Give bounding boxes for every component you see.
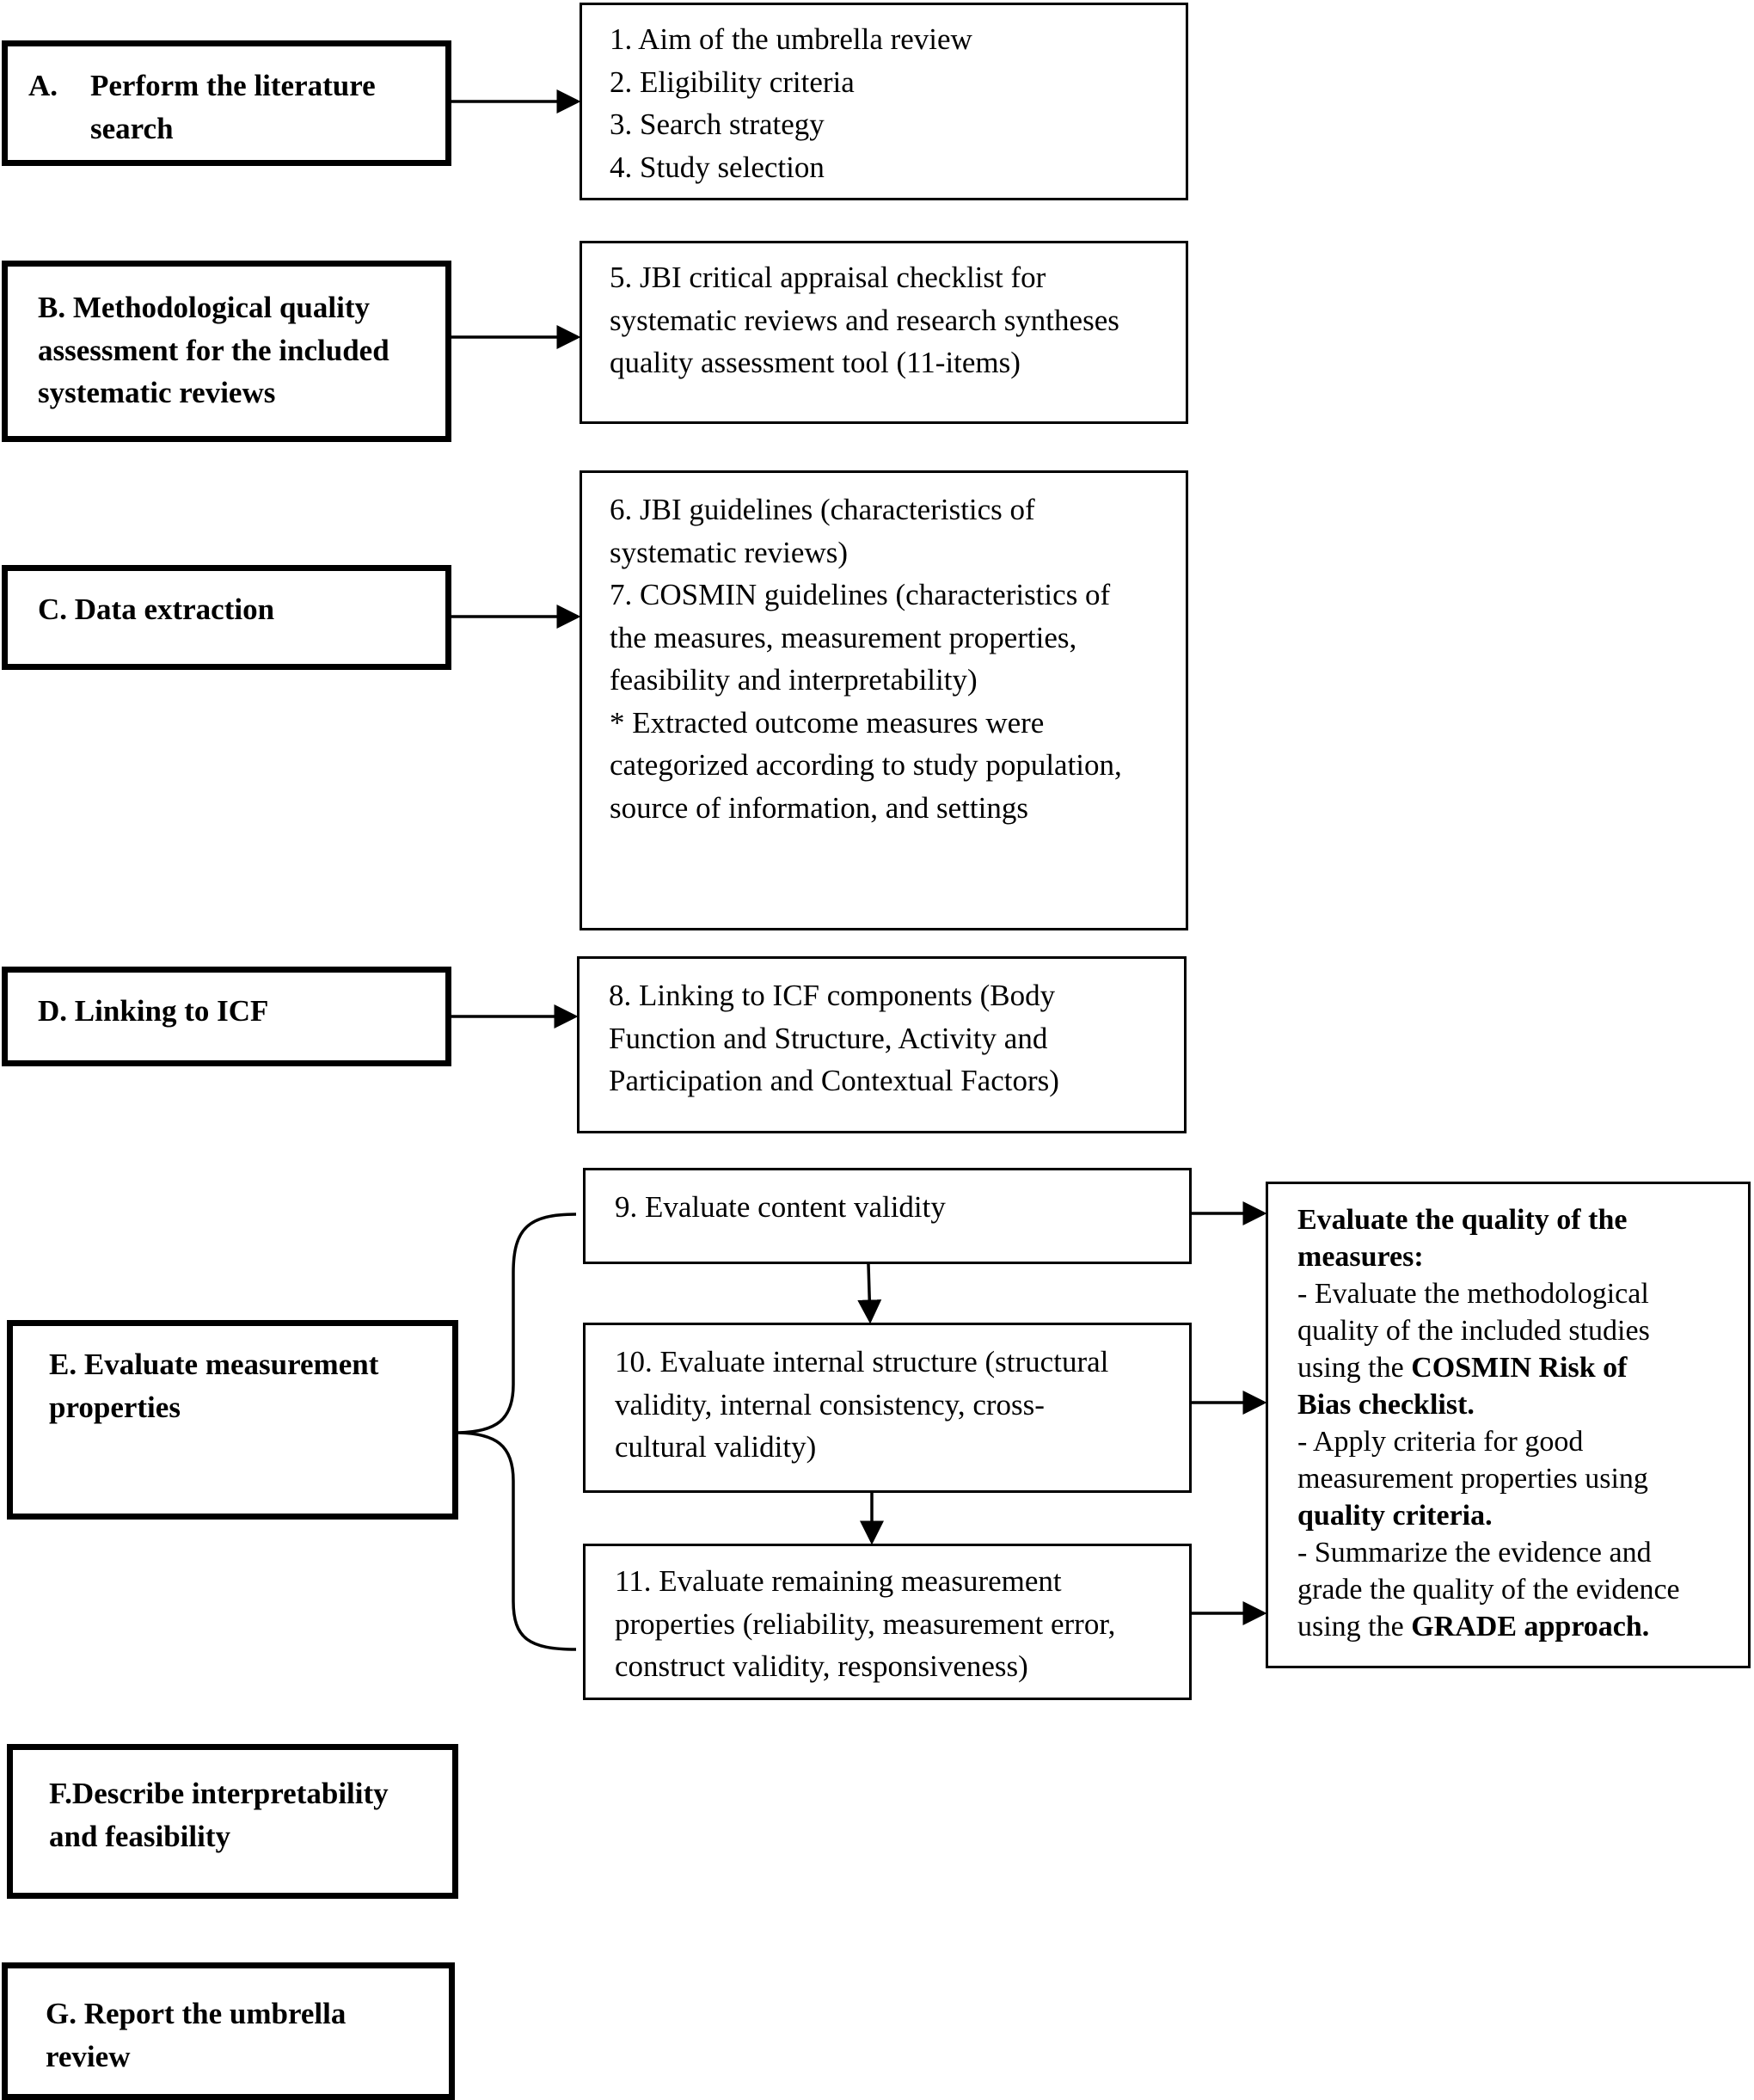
step-a-title-line-2: search [90, 111, 174, 145]
detail-a-line-4: 4. Study selection [610, 150, 825, 184]
detail-c-line-5: feasibility and interpretability) [610, 663, 978, 697]
detail-e9-box: 9. Evaluate content validity [583, 1168, 1192, 1264]
detail-c-line-3: 7. COSMIN guidelines (characteristics of [610, 578, 1111, 611]
step-c-letter: C. [38, 593, 68, 626]
step-f-title-line-1: Describe interpretability [71, 1777, 389, 1810]
detail-b-line-2: systematic reviews and research synthese… [610, 303, 1119, 337]
step-f-title-line-2: and feasibility [49, 1819, 231, 1853]
step-b-letter: B. [38, 291, 66, 324]
step-b-title-line-1: Methodological quality [72, 291, 371, 324]
detail-e11-line-2: properties (reliability, measurement err… [615, 1606, 1116, 1641]
detail-c-line-6: * Extracted outcome measures were [610, 705, 1045, 740]
detail-e9-line-1: 9. Evaluate content validity [615, 1190, 946, 1224]
step-e-box: E. Evaluate measurement properties [7, 1320, 458, 1520]
detail-e11-line-1: 11. Evaluate remaining measurement [615, 1564, 1062, 1598]
step-a-title-line-1: Perform the literature [90, 69, 376, 102]
step-b-title-line-2: assessment for the included [38, 333, 389, 367]
quality-bullet-3-emphasis: GRADE approach. [1411, 1611, 1650, 1643]
detail-e11-box: 11. Evaluate remaining measurement prope… [583, 1544, 1192, 1700]
detail-a-line-3: 3. Search strategy [610, 107, 825, 141]
brace-e-to-validations [457, 1213, 577, 1651]
detail-a-line-2: 2. Eligibility criteria [610, 64, 855, 99]
detail-c-line-4: the measures, measurement properties, [610, 620, 1077, 654]
detail-c-line-1: 6. JBI guidelines (characteristics of [610, 493, 1035, 526]
step-e-title-line-1: Evaluate measurement [83, 1348, 379, 1381]
quality-heading-1: Evaluate the quality of the [1297, 1204, 1628, 1236]
quality-bullet-3-line-3: using the [1297, 1611, 1412, 1643]
step-d-title: Linking to ICF [74, 994, 269, 1028]
quality-bullet-1-emphasis-2: Bias checklist. [1297, 1389, 1475, 1421]
detail-c-box: 6. JBI guidelines (characteristics of sy… [580, 470, 1188, 930]
detail-e10-line-1: 10. Evaluate internal structure (structu… [615, 1345, 1109, 1379]
detail-c-line-8: source of information, and settings [610, 790, 1028, 825]
step-a-letter: A. [28, 69, 58, 102]
detail-e10-box: 10. Evaluate internal structure (structu… [583, 1323, 1192, 1493]
step-g-letter: G. [46, 1997, 77, 2030]
step-g-box: G. Report the umbrella review [2, 1962, 455, 2100]
detail-b-line-3: quality assessment tool (11-items) [610, 346, 1021, 379]
step-f-box: F.Describe interpretability and feasibil… [7, 1744, 458, 1899]
quality-bullet-2-line-2: measurement properties using [1297, 1463, 1648, 1495]
detail-d-line-1: 8. Linking to ICF components (Body [609, 979, 1056, 1012]
step-f-letter: F. [49, 1777, 72, 1810]
step-a-box: A. Perform the literature search [2, 40, 451, 166]
step-g-title-line-2: review [46, 2039, 131, 2073]
quality-bullet-1-line-3: using the [1297, 1352, 1412, 1384]
detail-d-box: 8. Linking to ICF components (Body Funct… [577, 956, 1187, 1133]
step-d-letter: D. [38, 994, 68, 1028]
arrow-e9-to-e10 [857, 1263, 882, 1324]
quality-bullet-1-line-1: - Evaluate the methodological [1297, 1278, 1649, 1310]
step-g-title-line-1: Report the umbrella [83, 1997, 347, 2030]
detail-d-line-3: Participation and Contextual Factors) [609, 1064, 1059, 1097]
detail-e10-line-2: validity, internal consistency, cross- [615, 1387, 1045, 1421]
detail-a-line-1: 1. Aim of the umbrella review [610, 22, 972, 56]
detail-e10-line-3: cultural validity) [615, 1430, 817, 1464]
detail-b-line-1: 5. JBI critical appraisal checklist for [610, 261, 1046, 294]
quality-bullet-3-line-1: - Summarize the evidence and [1297, 1537, 1652, 1569]
quality-bullet-1-line-2: quality of the included studies [1297, 1315, 1650, 1347]
quality-heading-2: measures: [1297, 1241, 1424, 1273]
step-c-title: Data extraction [74, 593, 275, 626]
step-c-box: C. Data extraction [2, 565, 451, 670]
detail-c-line-2: systematic reviews) [610, 535, 848, 569]
step-e-letter: E. [49, 1348, 77, 1381]
detail-e11-line-3: construct validity, responsiveness) [615, 1649, 1028, 1683]
detail-c-line-7: categorized according to study populatio… [610, 748, 1122, 782]
quality-bullet-1-emphasis-1: COSMIN Risk of [1411, 1352, 1628, 1384]
quality-bullet-2-line-1: - Apply criteria for good [1297, 1426, 1584, 1458]
step-b-box: B. Methodological quality assessment for… [2, 261, 451, 442]
quality-box: Evaluate the quality of the measures: - … [1266, 1182, 1751, 1668]
detail-b-box: 5. JBI critical appraisal checklist for … [580, 241, 1188, 424]
quality-bullet-3-line-2: grade the quality of the evidence [1297, 1574, 1680, 1606]
detail-a-box: 1. Aim of the umbrella review 2. Eligibi… [580, 3, 1188, 200]
detail-d-line-2: Function and Structure, Activity and [609, 1021, 1048, 1055]
quality-bullet-2-emphasis: quality criteria. [1297, 1500, 1493, 1532]
step-d-box: D. Linking to ICF [2, 967, 451, 1066]
step-b-title-line-3: systematic reviews [38, 376, 276, 409]
step-e-title-line-2: properties [49, 1390, 181, 1424]
